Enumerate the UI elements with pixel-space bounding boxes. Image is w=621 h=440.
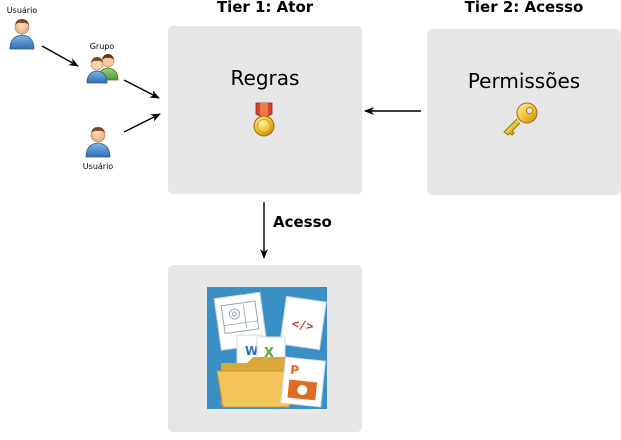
group-to-roles-arrow xyxy=(123,79,160,99)
permissions-label: Permissões xyxy=(467,69,581,93)
group-label: Grupo xyxy=(89,42,115,51)
permissions-box: Permissões xyxy=(427,29,621,195)
svg-text:P: P xyxy=(290,363,300,378)
roles-box: Regras xyxy=(168,26,362,194)
user-to-group-arrow xyxy=(41,45,79,67)
access-edge-label: Acesso xyxy=(273,213,332,231)
user-bottom-label: Usuário xyxy=(82,162,114,171)
group-icon xyxy=(86,54,119,84)
roles-label: Regras xyxy=(230,66,300,90)
svg-text:W: W xyxy=(245,344,258,358)
resources-box: </> W X P xyxy=(168,265,362,432)
user-top-label: Usuário xyxy=(6,6,38,15)
user-icon xyxy=(9,19,35,50)
tier1-title: Tier 1: Ator xyxy=(216,0,314,16)
user-to-roles-arrow xyxy=(123,113,161,133)
tier2-title: Tier 2: Acesso xyxy=(464,0,584,16)
svg-text:</>: </> xyxy=(291,317,314,334)
user-icon xyxy=(85,127,111,158)
documents-folder-icon: </> W X P xyxy=(207,287,327,409)
svg-text:X: X xyxy=(264,346,274,361)
key-icon xyxy=(503,102,538,136)
medal-icon xyxy=(253,102,275,137)
